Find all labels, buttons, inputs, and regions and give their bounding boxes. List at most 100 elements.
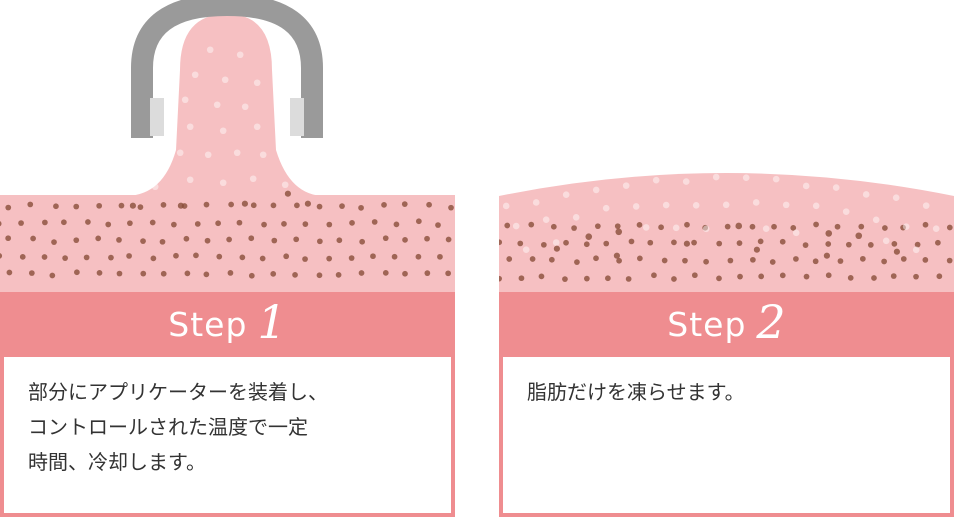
fat-cell — [882, 225, 888, 231]
cooled-cell — [932, 225, 940, 232]
step-1-description: 部分にアプリケーターを装着し、 コントロールされた温度で一定 時間、冷却します。 — [28, 380, 328, 474]
frozen-fat-cell — [304, 200, 311, 207]
frozen-fat-cell — [893, 248, 900, 255]
fat-cell — [42, 219, 48, 226]
fat-cell — [118, 202, 125, 209]
cooled-cell — [552, 239, 560, 246]
fat-cell — [529, 256, 536, 262]
cooled-cell — [862, 191, 870, 198]
fat-cell — [204, 237, 211, 244]
fat-cell — [825, 272, 832, 279]
fat-cell — [239, 254, 246, 261]
fat-cell — [583, 241, 590, 248]
fat-cell — [448, 204, 454, 211]
fat-cell — [550, 223, 557, 230]
fat-cell — [437, 253, 443, 260]
fat-cell — [749, 223, 756, 230]
step-2-header: Step 2 — [499, 292, 954, 357]
fat-cell — [171, 221, 177, 228]
fat-cell — [108, 254, 114, 261]
cooled-cell — [642, 224, 650, 231]
fat-cell — [691, 239, 697, 246]
frozen-fat-cell — [769, 259, 776, 265]
frozen-fat-cell — [813, 221, 819, 228]
fat-cell — [270, 202, 277, 209]
fat-cell — [28, 270, 35, 276]
frozen-fat-cell — [424, 270, 431, 277]
fat-cell — [73, 237, 80, 244]
cooled-cell — [206, 46, 214, 54]
cooled-cell — [249, 175, 257, 183]
cells-area — [0, 46, 454, 279]
cooled-cell — [772, 175, 780, 183]
fat-cell — [724, 223, 731, 230]
frozen-fat-cell — [0, 253, 3, 259]
cooled-cell — [672, 224, 680, 232]
fat-cell — [415, 218, 422, 225]
fat-cell — [193, 252, 199, 259]
skin-bulge — [125, 14, 325, 196]
cooled-cell — [572, 214, 580, 221]
fat-cell — [137, 204, 144, 211]
fat-cell — [292, 272, 298, 278]
fat-cell — [771, 223, 777, 230]
cooled-cell — [792, 229, 800, 237]
fat-cell — [302, 221, 309, 227]
fat-cell — [85, 219, 91, 225]
fat-cell — [890, 273, 897, 279]
fat-cell — [30, 235, 36, 242]
fat-cell — [381, 201, 387, 208]
fat-cell — [716, 240, 723, 247]
frozen-fat-cell — [661, 257, 668, 264]
fat-cell — [335, 272, 342, 278]
fat-cell — [499, 239, 503, 246]
fat-cell — [651, 272, 657, 279]
step-2-description: 脂肪だけを凍らせます。 — [527, 380, 745, 404]
frozen-fat-cell — [736, 240, 743, 246]
frozen-fat-cell — [613, 252, 620, 259]
frozen-fat-cell — [691, 272, 698, 279]
fat-cell — [74, 269, 80, 276]
fat-cell — [116, 237, 122, 243]
fat-cell — [173, 252, 179, 259]
cooled-cell — [522, 246, 530, 253]
cooled-cell — [752, 199, 760, 206]
fat-cell — [847, 275, 854, 281]
cooled-cell — [622, 182, 630, 189]
fat-cell — [348, 255, 355, 261]
fat-cell — [228, 201, 235, 208]
fat-cell — [445, 270, 452, 277]
fat-cell — [845, 241, 852, 248]
fat-cell — [793, 256, 799, 262]
fat-cell — [51, 239, 57, 245]
cooled-cell — [782, 201, 790, 209]
cooled-cell — [253, 79, 261, 87]
fat-cell — [757, 238, 764, 245]
fat-cell — [261, 221, 267, 228]
frozen-fat-cell — [105, 221, 112, 228]
step-1-number: 1 — [257, 294, 287, 349]
frozen-fat-cell — [636, 255, 643, 262]
fat-cell — [370, 253, 376, 260]
fat-cell — [140, 238, 146, 245]
fat-cell — [61, 219, 67, 226]
frozen-fat-cell — [914, 241, 921, 248]
frozen-fat-cell — [922, 257, 929, 263]
cooled-cell — [892, 194, 900, 201]
fat-cell — [563, 239, 569, 246]
cooled-cell — [872, 216, 880, 224]
cooled-cell — [281, 181, 289, 189]
fat-cell — [73, 203, 80, 210]
fat-cell — [936, 273, 943, 280]
step-1-description-box: 部分にアプリケーターを装着し、 コントロールされた温度で一定 時間、冷却します。 — [0, 357, 455, 517]
step-1-header: Step 1 — [0, 292, 455, 357]
fat-cell — [150, 255, 157, 262]
frozen-fat-cell — [62, 255, 68, 261]
fat-cell — [922, 221, 929, 228]
fat-cell — [293, 236, 300, 243]
fat-cell — [248, 235, 255, 242]
cooled-cell — [221, 76, 229, 84]
frozen-fat-cell — [834, 223, 841, 230]
fat-cell — [49, 272, 56, 279]
cooled-cell — [502, 202, 510, 210]
